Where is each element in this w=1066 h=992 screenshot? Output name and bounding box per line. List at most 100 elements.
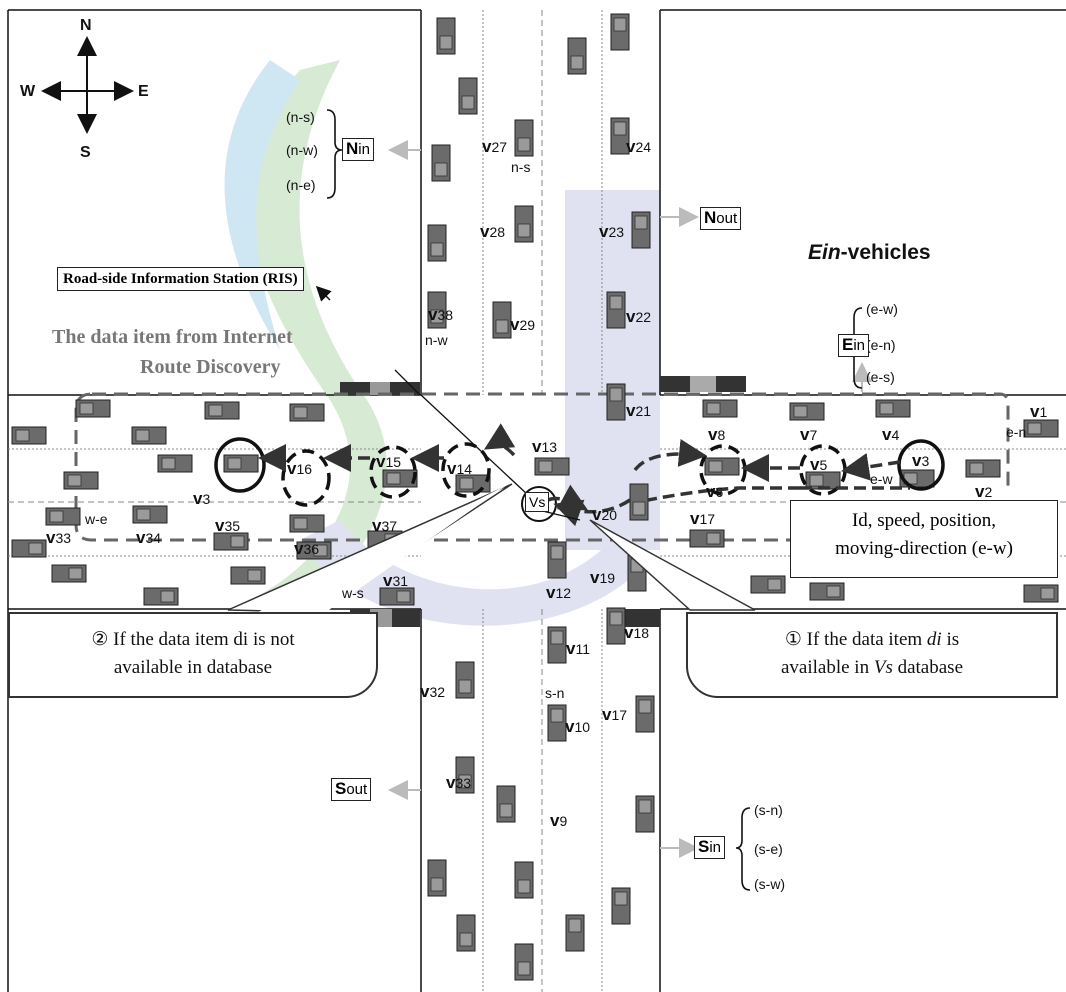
vehicle-window (208, 404, 223, 417)
vehicle-window (430, 242, 444, 257)
vehicle-label-v2: v2 (975, 482, 993, 501)
vehicle-window (809, 474, 824, 487)
vehicle-window (459, 932, 473, 947)
info-line-1: Id, speed, position, (851, 510, 997, 531)
ein-dir-1: (e-w) (866, 301, 898, 317)
traffic-lights (340, 376, 746, 627)
vehicle-window (161, 457, 176, 470)
vehicle-label-v21: v21 (626, 401, 652, 420)
vehicle-label-v20: v20 (592, 505, 618, 524)
vehicle-label-v1: v1 (1030, 402, 1048, 421)
vehicle-label-v34: v34 (136, 528, 162, 547)
vehicle-window (461, 95, 475, 110)
vehicle-window (434, 162, 448, 177)
lane-w-s: w-s (342, 585, 364, 601)
vehicle-window (708, 460, 723, 473)
vehicle-window (430, 877, 444, 892)
sin-dir-3: (s-w) (754, 876, 786, 892)
callout-2-line-2: available in database (113, 657, 273, 678)
vehicle-label-v19: v19 (590, 568, 616, 587)
vehicle-window (568, 918, 582, 933)
vehicles-layer (11, 13, 1059, 981)
vehicle-window (430, 309, 444, 324)
vehicle-window (230, 535, 245, 548)
callout-not-available: ② If the data item di is not available i… (8, 612, 378, 698)
vehicle-window (135, 429, 150, 442)
vehicle-window (28, 542, 43, 555)
vehicle-label-v38: v38 (428, 305, 454, 324)
compass-s: S (80, 144, 91, 161)
ein-vehicles-title: Ein-vehicles (808, 241, 931, 264)
vehicle-window (793, 405, 808, 418)
vehicle-window (609, 295, 623, 310)
vehicle-window (517, 961, 531, 976)
info-line-2: moving-direction (e-w) (835, 538, 1013, 559)
vehicle-label-v12: v12 (546, 583, 572, 602)
vehicle-window (495, 319, 509, 334)
vehicle-label-v8: v8 (708, 425, 726, 444)
vehicle-window (613, 17, 627, 32)
vehicle-label-v17: v17 (602, 705, 628, 724)
vehicle-label-v32: v32 (420, 682, 446, 701)
vehicle-label-v13: v13 (532, 437, 558, 456)
vehicle-window (458, 679, 472, 694)
vehicle-window (386, 472, 401, 485)
hop-arrows (258, 423, 910, 527)
callout-2-line-1: If the data item di is not (113, 629, 295, 650)
vehicle-window (609, 387, 623, 402)
internet-text-line-1: The data item from Internet (52, 326, 293, 348)
vehicle-window (459, 477, 474, 490)
east-in-box: Ein (838, 334, 870, 357)
lane-s-n: s-n (545, 685, 565, 701)
vehicle-window (1027, 422, 1042, 435)
vehicle-window (638, 799, 652, 814)
vehicle-label-v15: v15 (376, 452, 402, 471)
vehicle-label-v16: v16 (287, 459, 313, 478)
north-out-box: Nout (700, 207, 742, 230)
vehicle-label-v23: v23 (599, 222, 625, 241)
callout-available: ① If the data item di is available in Vs… (686, 612, 1058, 698)
sin-dir-1: (s-n) (754, 802, 783, 818)
vehicle-window (396, 590, 411, 603)
vehicle-window (68, 567, 83, 580)
ein-dir-2: (e-n) (866, 337, 896, 353)
vehicle-window (517, 223, 531, 238)
vehicle-label-v27: v27 (482, 137, 508, 156)
vehicle-label-v37: v37 (372, 516, 398, 535)
vehicle-label-v29: v29 (510, 315, 536, 334)
compass-w: W (20, 83, 36, 100)
vehicle-window (638, 699, 652, 714)
callout-tails (227, 483, 756, 613)
vehicle-label-v17: v17 (690, 509, 716, 528)
callout-2-number: ② (91, 629, 109, 650)
internet-text-line-2: Route Discovery (140, 356, 281, 378)
compass-icon (41, 36, 134, 134)
vehicle-label-v3: v3 (912, 451, 930, 470)
vehicle-window (538, 460, 553, 473)
vehicle-label-v6: v6 (706, 482, 724, 501)
vehicle-window (767, 578, 782, 591)
vehicle-window (160, 590, 175, 603)
lane-w-e: w-e (85, 511, 108, 527)
vehicle-info-box: Id, speed, position, moving-direction (e… (790, 500, 1058, 578)
callout-1-vs: Vs (873, 657, 893, 678)
vehicle-label-v22: v22 (626, 307, 652, 326)
vehicle-label-v28: v28 (480, 222, 506, 241)
vehicle-window (313, 544, 328, 557)
vehicle-label-v35: v35 (215, 516, 241, 535)
vehicle-label-v33: v33 (446, 773, 472, 792)
callout-1-text-d: database (892, 657, 963, 678)
vehicle-window (706, 402, 721, 415)
vehicle-window (227, 457, 242, 470)
vehicle-window (634, 215, 648, 230)
vehicle-window (247, 569, 262, 582)
vehicle-window (499, 803, 513, 818)
vehicle-label-v14: v14 (447, 459, 473, 478)
callout-1-text-b: is (941, 629, 960, 650)
vehicle-window (609, 611, 623, 626)
lane-e-w: e-w (870, 471, 893, 487)
callout-1-text-a: If the data item (806, 629, 927, 650)
vehicle-window (614, 891, 628, 906)
nin-dir-3: (n-e) (286, 177, 316, 193)
